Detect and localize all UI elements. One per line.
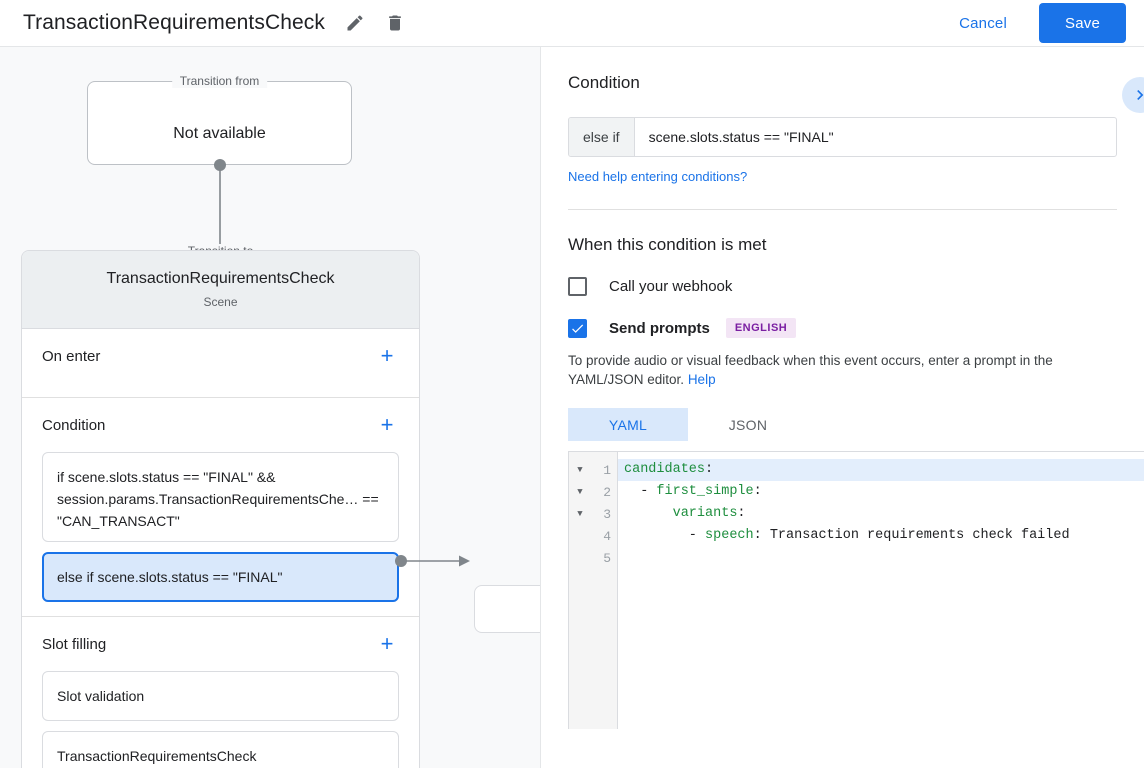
section-slot-filling: Slot filling + Slot validation Transacti… (22, 617, 419, 768)
webhook-checkbox[interactable] (568, 277, 587, 296)
tab-yaml[interactable]: YAML (568, 408, 688, 441)
add-on-enter-button[interactable]: + (380, 343, 394, 368)
section-title-condition: Condition (42, 416, 106, 434)
when-met-heading: When this condition is met (568, 235, 767, 254)
prompt-description: To provide audio or visual feedback when… (568, 351, 1117, 389)
section-header: Slot filling + (42, 617, 399, 671)
condition-list-item-selected[interactable]: else if scene.slots.status == "FINAL" (42, 552, 399, 602)
condition-prefix-label: else if (569, 118, 635, 156)
language-badge: ENGLISH (725, 318, 797, 338)
editor-tabs: YAML JSON (568, 408, 1117, 441)
add-slot-filling-button[interactable]: + (380, 631, 394, 656)
code-editor[interactable]: ▼ 1 ▼ 2 ▼ 3 ▼ 4 ▼ 5 candidates: - first_… (568, 451, 1144, 729)
slot-filling-list-item[interactable]: TransactionRequirementsCheck (42, 731, 399, 768)
section-divider (568, 209, 1117, 210)
when-condition-met-section: When this condition is met Call your web… (541, 210, 1144, 441)
transition-from-value: Not available (173, 125, 266, 142)
editor-code-area[interactable]: candidates: - first_simple: variants: - … (618, 452, 1144, 729)
code-line: - first_simple: (624, 484, 762, 499)
gutter-line: ▼ 3 (569, 503, 617, 525)
line-number: 2 (603, 484, 611, 500)
code-line: variants: (672, 506, 746, 521)
top-app-bar: TransactionRequirementsCheck Cancel Save (0, 0, 1144, 47)
send-prompts-checkbox[interactable] (568, 318, 587, 338)
graph-panel: Transition from Not available Transition… (0, 47, 540, 768)
transition-to-card: TransactionRequirementsCheck Scene On en… (21, 250, 420, 768)
condition-list-item[interactable]: if scene.slots.status == "FINAL" && sess… (42, 452, 399, 542)
panel-divider (540, 47, 541, 768)
chevron-right-icon[interactable] (1122, 77, 1144, 113)
gutter-line: ▼ 5 (569, 547, 617, 569)
line-number: 3 (603, 506, 611, 522)
line-number: 5 (603, 550, 611, 566)
scene-node-subtitle: Scene (203, 295, 238, 309)
prompt-description-text: To provide audio or visual feedback when… (568, 353, 1053, 387)
scene-node-header[interactable]: TransactionRequirementsCheck Scene (22, 251, 419, 329)
condition-input-row: else if (568, 117, 1117, 157)
prompt-help-link[interactable]: Help (687, 372, 716, 387)
code-line: candidates: (618, 459, 1144, 481)
webhook-checkbox-row[interactable]: Call your webhook (568, 277, 1117, 296)
check-icon (572, 324, 584, 333)
tab-json[interactable]: JSON (728, 416, 768, 433)
pencil-icon[interactable] (343, 11, 367, 35)
scene-node-title: TransactionRequirementsCheck (106, 270, 335, 287)
detail-panel: Condition else if Need help entering con… (541, 47, 1144, 768)
section-header: Condition + (42, 398, 399, 452)
cancel-button[interactable]: Cancel (949, 7, 1017, 40)
section-on-enter: On enter + (22, 329, 419, 398)
page-title: TransactionRequirementsCheck (23, 11, 325, 34)
send-prompts-checkbox-row[interactable]: Send prompts ENGLISH (568, 318, 1117, 338)
code-line: - speech: Transaction requirements check… (624, 528, 1070, 543)
trash-icon[interactable] (383, 11, 407, 35)
line-number: 4 (603, 528, 611, 544)
condition-heading: Condition (568, 73, 640, 92)
gutter-line: ▼ 4 (569, 525, 617, 547)
transition-from-box[interactable]: Transition from Not available (87, 74, 352, 165)
save-button[interactable]: Save (1039, 3, 1126, 43)
gutter-line: ▼ 1 (569, 459, 617, 481)
next-node-stub[interactable] (474, 585, 540, 633)
fold-arrow-icon[interactable]: ▼ (577, 509, 583, 519)
slot-filling-list-item[interactable]: Slot validation (42, 671, 399, 721)
webhook-label: Call your webhook (609, 278, 733, 295)
section-title-on-enter: On enter (42, 347, 101, 365)
transition-from-legend: Transition from (171, 74, 268, 88)
section-header: On enter + (42, 329, 399, 383)
fold-arrow-icon[interactable]: ▼ (577, 465, 583, 475)
topbar-actions: Cancel Save (949, 3, 1144, 43)
editor-gutter: ▼ 1 ▼ 2 ▼ 3 ▼ 4 ▼ 5 (569, 452, 618, 729)
code-line (618, 547, 1144, 569)
condition-help-link[interactable]: Need help entering conditions? (568, 169, 748, 184)
condition-expression-input[interactable] (634, 118, 1116, 156)
fold-arrow-icon[interactable]: ▼ (577, 487, 583, 497)
line-number: 1 (603, 462, 611, 478)
section-condition: Condition + if scene.slots.status == "FI… (22, 398, 419, 617)
send-prompts-label: Send prompts (609, 319, 710, 337)
gutter-line: ▼ 2 (569, 481, 617, 503)
add-condition-button[interactable]: + (380, 412, 394, 437)
condition-section: Condition else if Need help entering con… (541, 47, 1144, 210)
section-title-slot-filling: Slot filling (42, 635, 107, 653)
